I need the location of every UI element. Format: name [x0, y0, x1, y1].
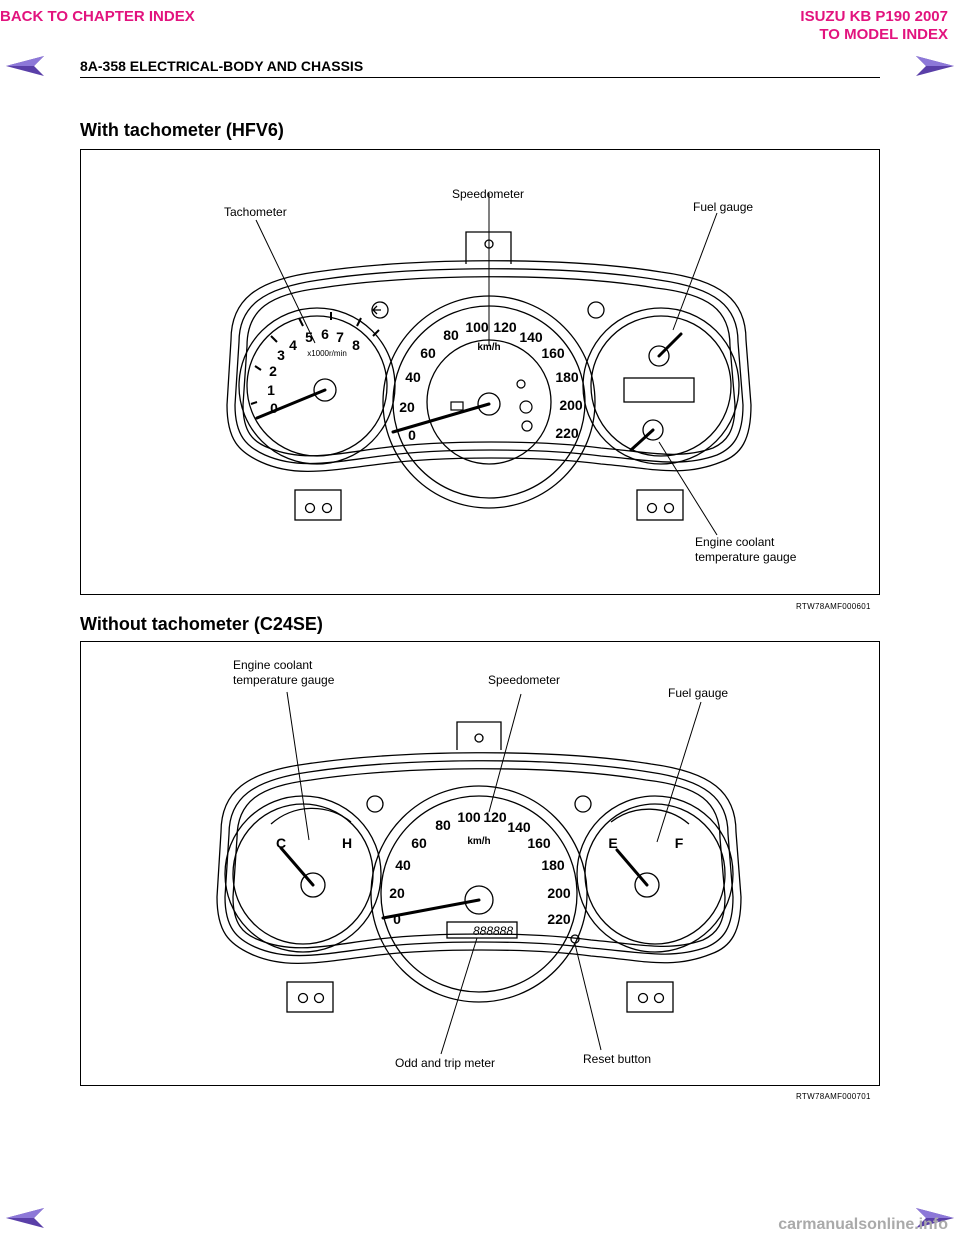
next-page-arrow-icon[interactable]: [912, 54, 956, 78]
figure-frame-1: 0 1 2 3 4 5 6 7 8 x1000r/min 0 20 40 60 …: [80, 149, 880, 595]
speed-tick-label: 120: [483, 809, 507, 825]
speed-tick-label: 200: [559, 397, 583, 413]
model-index-link[interactable]: ISUZU KB P190 2007 TO MODEL INDEX: [800, 8, 948, 44]
coolant-gauge-callout: Engine coolant temperature gauge: [233, 658, 334, 688]
speed-tick-label: 120: [493, 319, 517, 335]
speedometer-callout: Speedometer: [452, 187, 525, 201]
speed-tick-label: 180: [555, 369, 579, 385]
reset-button-callout: Reset button: [583, 1052, 652, 1066]
next-page-arrow-icon[interactable]: [912, 1206, 956, 1230]
speed-tick-label: 180: [541, 857, 565, 873]
section-heading-without-tachometer: Without tachometer (C24SE): [80, 614, 323, 634]
tach-tick-label: 4: [289, 337, 297, 353]
tach-tick-label: 3: [277, 347, 285, 363]
speed-tick-label: 140: [507, 819, 531, 835]
fuel-gauge-callout: Fuel gauge: [668, 686, 729, 700]
back-to-chapter-link[interactable]: BACK TO CHAPTER INDEX: [0, 8, 195, 25]
odometer-callout: Odd and trip meter: [395, 1056, 496, 1070]
site-watermark: carmanualsonline.info: [778, 1216, 948, 1233]
speed-tick-label: 20: [389, 885, 405, 901]
speed-tick-label: 100: [457, 809, 481, 825]
prev-page-arrow-icon[interactable]: [4, 1206, 48, 1230]
tach-tick-label: 1: [267, 382, 275, 398]
speed-tick-label: 140: [519, 329, 543, 345]
coolant-gauge-callout: Engine coolant temperature gauge: [695, 535, 796, 565]
coolant-callout-line2: temperature gauge: [233, 673, 335, 687]
speed-tick-label: 220: [547, 911, 571, 927]
instrument-cluster-with-tachometer: 0 1 2 3 4 5 6 7 8 x1000r/min 0 20 40 60 …: [226, 193, 752, 536]
speed-tick-label: 220: [555, 425, 579, 441]
instrument-cluster-without-tachometer: C H E F 0 20 40 60 80 100 120 140 160 18…: [216, 691, 742, 1055]
prev-page-arrow-icon[interactable]: [4, 54, 48, 78]
tachometer-callout: Tachometer: [224, 205, 287, 219]
tach-unit-label: x1000r/min: [307, 349, 347, 358]
to-model-index[interactable]: TO MODEL INDEX: [819, 26, 948, 43]
speed-tick-label: 20: [399, 399, 415, 415]
figure-id-2: RTW78AMF000701: [796, 1092, 871, 1101]
page-header: 8A-358 ELECTRICAL-BODY AND CHASSIS: [80, 58, 364, 74]
tach-tick-label: 7: [336, 329, 344, 345]
speed-tick-label: 0: [408, 427, 416, 443]
tach-tick-label: 0: [270, 400, 278, 416]
tach-tick-label: 5: [305, 329, 313, 345]
speed-tick-label: 200: [547, 885, 571, 901]
figure-frame-2: C H E F 0 20 40 60 80 100 120 140 160 18…: [80, 641, 880, 1086]
section-heading-with-tachometer: With tachometer (HFV6): [80, 120, 284, 140]
tach-tick-label: 2: [269, 363, 277, 379]
tach-tick-label: 6: [321, 326, 329, 342]
speed-tick-label: 0: [393, 911, 401, 927]
figure-id-1: RTW78AMF000601: [796, 602, 871, 611]
tach-tick-label: 8: [352, 337, 360, 353]
speed-tick-label: 40: [395, 857, 411, 873]
fuel-gauge-callout: Fuel gauge: [693, 200, 754, 214]
svg-text:E: E: [608, 835, 617, 851]
speed-tick-label: 60: [420, 345, 436, 361]
coolant-callout-line1: Engine coolant: [695, 535, 775, 549]
speed-tick-label: 100: [465, 319, 489, 335]
speed-tick-label: 80: [443, 327, 459, 343]
coolant-callout-line1: Engine coolant: [233, 658, 313, 672]
svg-text:F: F: [675, 835, 684, 851]
model-title: ISUZU KB P190 2007: [800, 8, 948, 25]
coolant-callout-line2: temperature gauge: [695, 550, 797, 564]
speedometer-callout: Speedometer: [488, 673, 561, 687]
speed-unit-label: km/h: [467, 836, 490, 847]
svg-text:H: H: [342, 835, 352, 851]
header-rule: [80, 77, 880, 78]
speed-unit-label: km/h: [477, 342, 500, 353]
odometer-display: 888888: [473, 924, 513, 938]
speed-tick-label: 60: [411, 835, 427, 851]
speed-tick-label: 40: [405, 369, 421, 385]
speed-tick-label: 160: [541, 345, 565, 361]
speed-tick-label: 160: [527, 835, 551, 851]
speed-tick-label: 80: [435, 817, 451, 833]
svg-text:C: C: [276, 835, 286, 851]
